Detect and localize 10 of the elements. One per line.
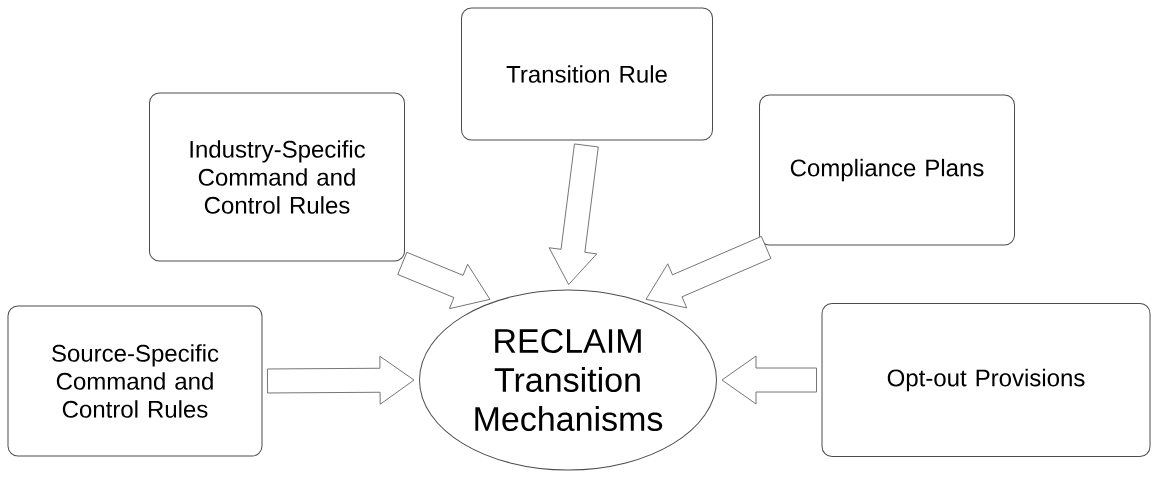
rounded-box: Source-Specific Command and Control Rules: [7, 305, 263, 457]
block-arrow: [397, 251, 491, 310]
block-arrow: [721, 355, 817, 405]
block-arrow: [548, 143, 599, 285]
rounded-box: Opt-out Provisions: [821, 303, 1151, 457]
block-arrow: [645, 236, 772, 309]
block-arrow: [267, 355, 415, 405]
rounded-box: Transition Rule: [461, 7, 713, 141]
rounded-box: Industry-Specific Command and Control Rules: [149, 92, 405, 262]
rounded-box: Compliance Plans: [759, 94, 1015, 246]
